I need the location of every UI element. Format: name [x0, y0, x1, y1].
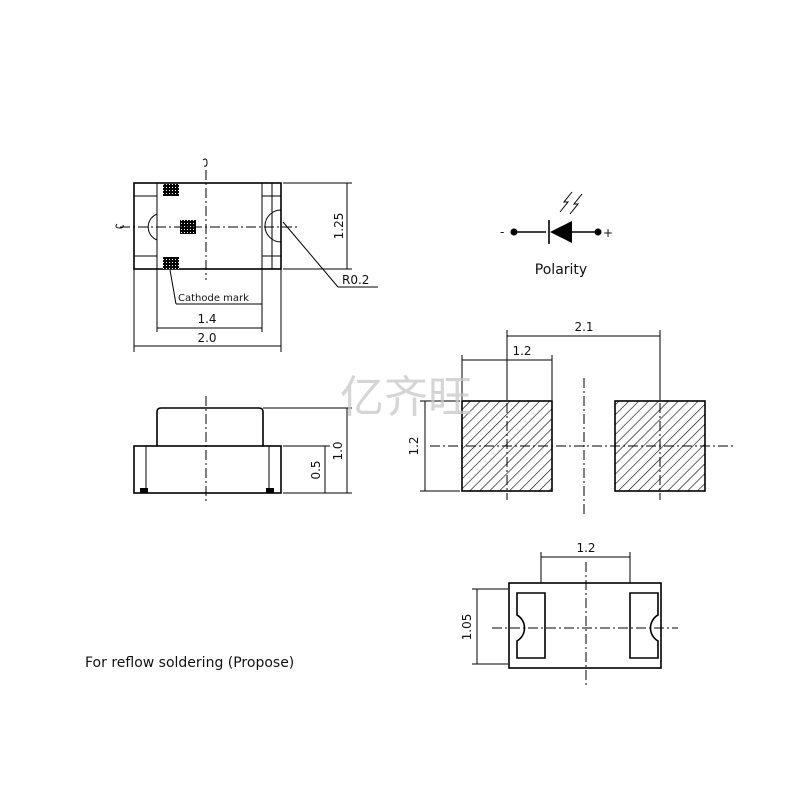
top-view-body	[133, 182, 282, 270]
side-view-lens	[156, 407, 264, 446]
dim-pad-height-label: 1.2	[407, 436, 421, 455]
light-emission-icon	[559, 191, 573, 213]
bottom-pad-right	[629, 592, 659, 659]
dim-pad-spacing-label: 1.2	[576, 541, 595, 555]
cathode-mark-pad	[163, 184, 179, 196]
dim-height-label: 1.05	[460, 614, 474, 641]
corner-radius-label: R0.2	[342, 273, 369, 287]
polarity-symbol: - + Polarity	[500, 191, 613, 278]
dim-inner-label: 1.4	[197, 312, 216, 326]
polarity-label: Polarity	[535, 262, 587, 278]
polarity-minus: -	[500, 225, 504, 239]
dim-pad-width-label: 1.2	[512, 344, 531, 358]
bottom-pad-left	[516, 592, 546, 659]
dim-base-height-label: 0.5	[309, 460, 323, 479]
reflow-note: For reflow soldering (Propose)	[85, 655, 294, 671]
top-view: 1.25 R0.2 Cathode mark 1.4 2.0	[115, 158, 378, 352]
cathode-mark-label: Cathode mark	[178, 293, 249, 304]
polarity-plus: +	[603, 226, 613, 240]
cathode-mark-pad	[163, 257, 179, 269]
dim-pitch-label: 2.1	[574, 320, 593, 334]
bottom-view: 1.2 1.05	[460, 541, 678, 688]
dim-width-label: 1.25	[332, 213, 346, 240]
dim-length-label: 2.0	[197, 331, 216, 345]
diode-icon	[550, 221, 572, 243]
solder-footprint: 2.1 1.2 1.2	[407, 320, 735, 516]
side-view: 0.5 1.0	[133, 396, 352, 502]
bottom-view-body	[508, 582, 662, 669]
dim-total-height-label: 1.0	[331, 441, 345, 460]
side-view-base	[133, 445, 282, 494]
watermark: 亿齐旺	[340, 372, 472, 423]
